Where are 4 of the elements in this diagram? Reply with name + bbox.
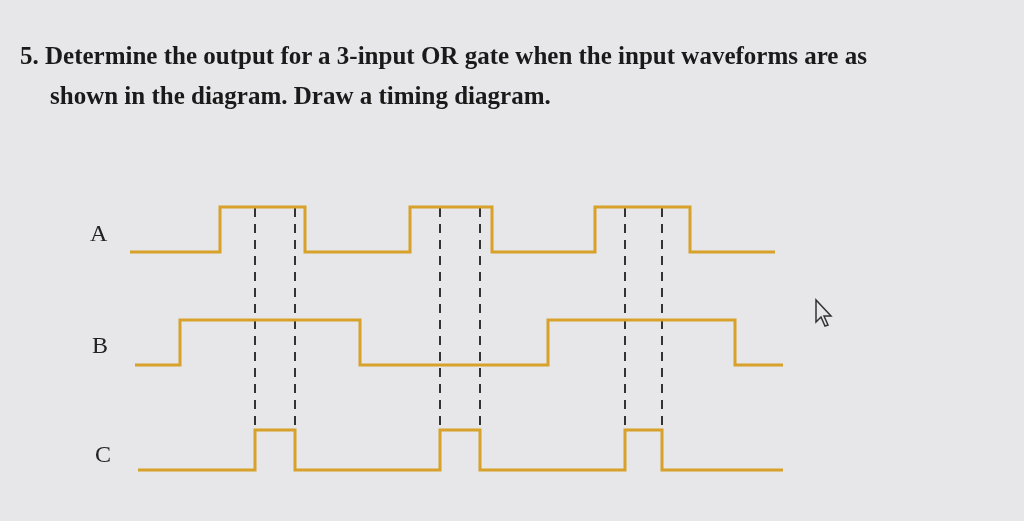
signal-label: A [90, 220, 108, 247]
signal-label: C [95, 441, 111, 468]
signal-label: B [92, 332, 108, 359]
question-text: 5. Determine the output for a 3-input OR gate when the input waveforms are as shown in the diagram. Draw a timing diagram. [20, 41, 868, 111]
